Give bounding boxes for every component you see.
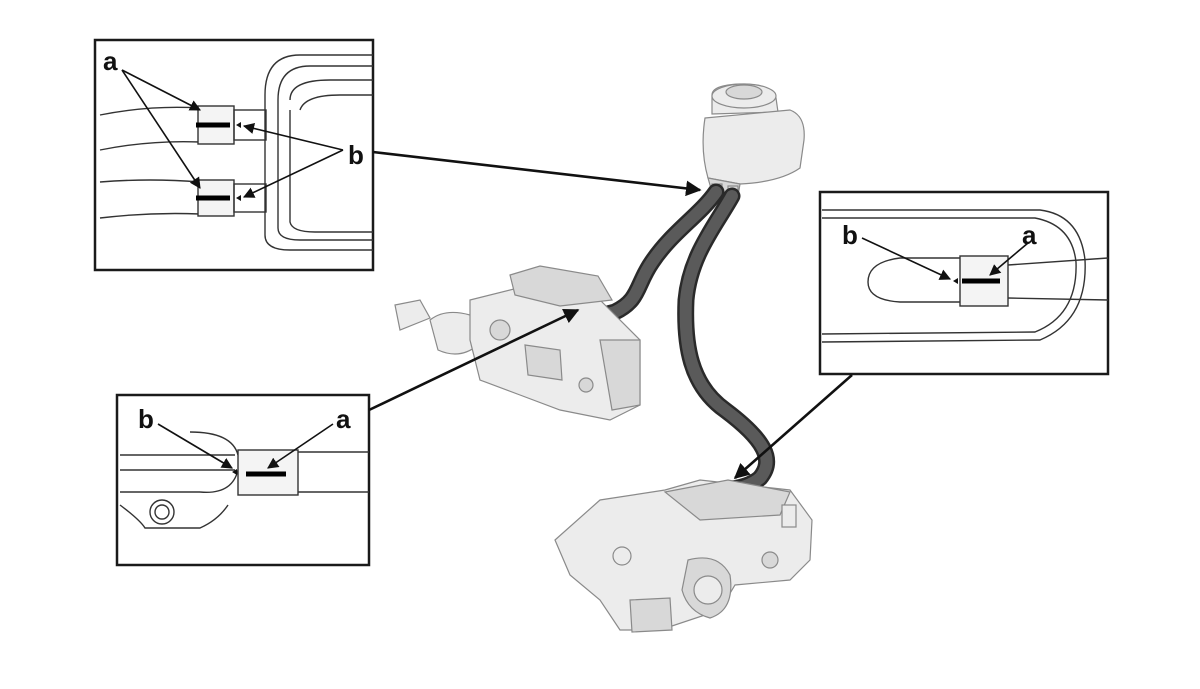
callout-box-reservoir: a b (93, 38, 375, 272)
pedal-feel-simulator-unit (394, 265, 641, 421)
label-b: b (348, 140, 364, 170)
label-a: a (1022, 220, 1037, 250)
arrow-to-simulator-joint (368, 308, 580, 412)
label-a: a (103, 46, 118, 76)
label-b: b (842, 220, 858, 250)
hose-reservoir-to-master-cylinder (677, 187, 776, 499)
master-cylinder-unit (554, 479, 813, 633)
arrow-to-reservoir-joint (372, 150, 702, 197)
label-b: b (138, 404, 154, 434)
callout-box-simulator: b a (115, 393, 371, 567)
callout-box-master-cylinder: b a (818, 190, 1110, 376)
reservoir-tank (702, 83, 805, 201)
arrow-to-master-cylinder-joint (733, 374, 853, 480)
label-a: a (336, 404, 351, 434)
